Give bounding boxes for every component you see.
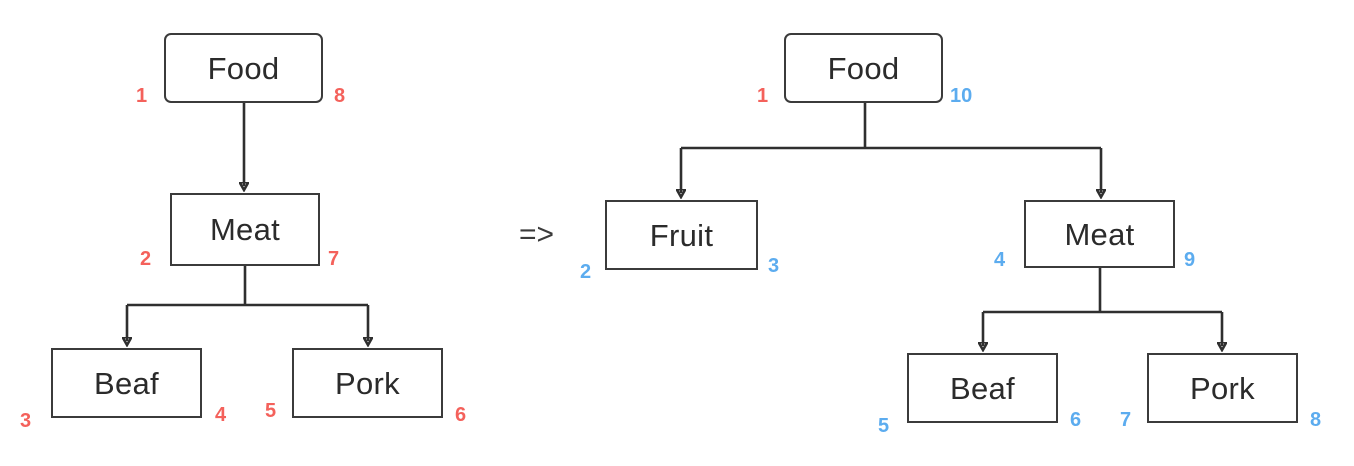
right-node-fruit[interactable]: Fruit <box>605 200 758 270</box>
right-node-food[interactable]: Food <box>784 33 943 103</box>
right-node-meat-enter-number: 4 <box>994 249 1006 271</box>
right-node-food-exit-number: 10 <box>950 85 973 107</box>
left-node-pork[interactable]: Pork <box>292 348 443 418</box>
left-node-food-exit-number: 8 <box>334 85 346 107</box>
right-node-fruit-enter-number: 2 <box>580 261 592 283</box>
left-node-meat-enter-number: 2 <box>140 248 152 270</box>
right-node-pork-enter-number: 7 <box>1120 409 1132 431</box>
left-node-beaf[interactable]: Beaf <box>51 348 202 418</box>
edge-food-bus-right <box>681 103 1101 150</box>
right-node-beaf-enter-number: 5 <box>878 415 890 437</box>
edge-meat-bus-right <box>983 268 1222 314</box>
right-node-meat-exit-number: 9 <box>1184 249 1196 271</box>
left-node-pork-exit-number: 6 <box>455 404 467 426</box>
right-node-pork[interactable]: Pork <box>1147 353 1298 423</box>
left-node-food-enter-number: 1 <box>136 85 148 107</box>
left-node-meat[interactable]: Meat <box>170 193 320 266</box>
right-node-food-enter-number: 1 <box>757 85 769 107</box>
right-node-beaf[interactable]: Beaf <box>907 353 1058 423</box>
left-node-beaf-enter-number: 3 <box>20 410 32 432</box>
left-node-food[interactable]: Food <box>164 33 323 103</box>
edge-meat-bus-left <box>127 266 368 307</box>
left-node-pork-enter-number: 5 <box>265 400 277 422</box>
right-node-fruit-exit-number: 3 <box>768 255 780 277</box>
right-node-beaf-exit-number: 6 <box>1070 409 1082 431</box>
left-node-meat-exit-number: 7 <box>328 248 340 270</box>
right-node-meat[interactable]: Meat <box>1024 200 1175 268</box>
left-node-beaf-exit-number: 4 <box>215 404 227 426</box>
right-node-pork-exit-number: 8 <box>1310 409 1322 431</box>
transform-operator: => <box>519 218 555 251</box>
